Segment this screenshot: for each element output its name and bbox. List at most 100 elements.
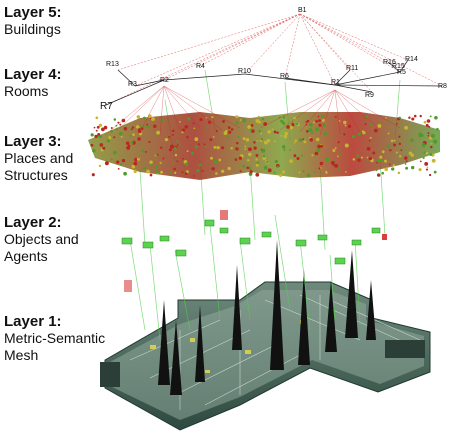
place-node [426,166,429,169]
place-node [433,139,438,144]
place-node [223,131,228,135]
place-node [115,128,118,131]
place-node [226,135,229,139]
place-node [302,170,305,173]
place-node [376,173,381,177]
place-node [182,157,184,160]
place-node [106,139,111,143]
place-node [97,135,100,138]
place-node [361,130,364,133]
place-node [266,160,269,163]
place-node [276,165,279,168]
place-node [148,140,151,144]
place-node [246,159,250,162]
place-node [218,158,222,162]
place-node [215,129,218,133]
place-node [95,116,99,120]
node-r3: R3 [128,81,137,88]
node-r8: R8 [438,83,447,90]
place-node [171,129,175,133]
place-node [436,127,439,131]
place-node [267,129,272,134]
place-node [212,136,215,138]
place-node [334,147,337,150]
place-node [405,160,408,163]
place-node [345,171,347,173]
place-node [325,171,328,174]
place-node [121,158,126,163]
place-node [419,160,422,163]
node-r1: R1 [331,79,340,86]
place-node [397,171,401,175]
place-node [325,157,330,162]
place-node [176,139,179,143]
place-node [398,116,401,119]
place-node [410,153,415,157]
place-node [418,168,422,172]
place-node [266,139,271,143]
place-node [390,139,394,143]
place-node [91,173,95,177]
place-node [298,171,301,174]
place-node [155,170,159,174]
node-r4: R4 [196,63,205,70]
place-node [260,132,262,135]
place-node [309,137,314,142]
place-node [96,125,100,129]
place-node [221,169,225,173]
place-node [234,158,238,161]
place-node [255,163,259,167]
place-node [387,132,390,135]
place-node [344,143,349,148]
place-node [379,155,383,159]
place-node [126,145,131,150]
place-node [183,172,186,175]
place-node [281,170,286,174]
place-node [364,115,369,119]
place-node [429,153,433,156]
place-node [151,117,155,121]
place-node [302,138,304,141]
place-node [197,143,201,146]
place-node [171,133,174,136]
place-node [408,116,411,119]
place-node [238,156,243,160]
place-node [248,152,252,157]
place-node [239,119,242,121]
layer-4-label: Layer 4: Rooms [4,66,62,100]
place-node [366,159,369,161]
layer-2-label: Layer 2: Objects and Agents [4,214,79,265]
place-node [235,147,238,150]
place-node [418,134,422,138]
place-node [244,148,247,150]
place-node [313,171,316,174]
place-node [101,127,105,132]
place-node [351,135,356,139]
place-node [242,164,246,168]
mesh-floorplan [100,240,431,431]
place-node [249,170,253,174]
place-node [170,144,174,149]
place-node [179,121,181,123]
layer-5-subtitle: Buildings [4,21,61,37]
place-node [338,120,341,122]
place-node [110,130,113,133]
place-node [261,148,266,153]
layer-2-title: Layer 2: [4,214,62,231]
place-node [316,148,321,153]
place-node [379,159,383,163]
node-r7: R7 [100,101,113,112]
place-node [323,132,327,136]
places-layer [88,112,440,180]
place-node [146,124,151,129]
place-node [303,140,307,144]
place-node [139,124,142,127]
place-node [121,118,126,123]
place-node [113,136,116,139]
place-node [159,161,162,164]
place-node [154,162,157,165]
place-node [123,171,127,176]
place-node [255,172,260,177]
place-node [250,124,254,127]
place-node [173,146,177,151]
